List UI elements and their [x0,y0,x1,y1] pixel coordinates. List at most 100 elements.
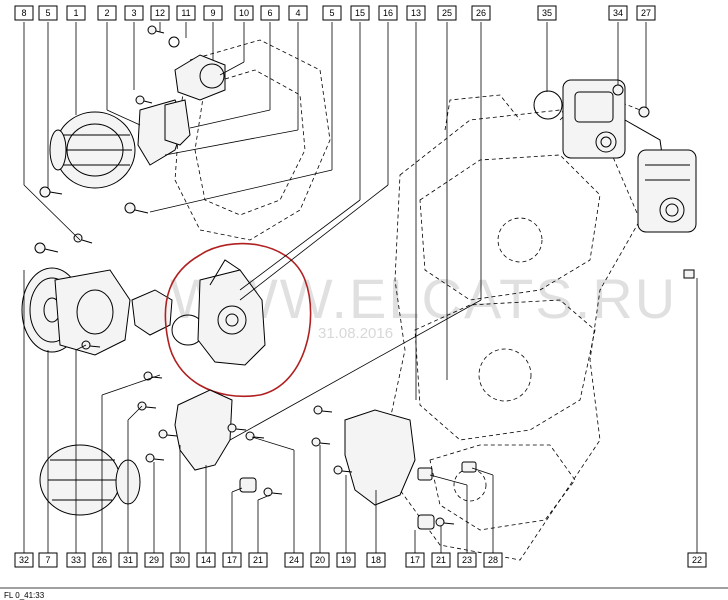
bracket-18-icon [344,409,416,506]
nut-27-icon [638,106,650,118]
callout-label: 15 [355,8,365,18]
callout-box [150,5,170,21]
callout-box [144,552,164,568]
callout-label: 9 [210,8,215,18]
callout-label: 19 [341,555,351,565]
callout-label: 4 [295,8,300,18]
spacer-17b-icon [417,514,435,530]
callout-box [14,552,34,568]
callout-box [608,5,628,21]
callout-label: 35 [542,8,552,18]
callout-box [322,5,342,21]
callout-box [248,552,268,568]
callout-box [431,552,451,568]
callout-label: 7 [45,555,50,565]
callout-label: 16 [383,8,393,18]
callout-label: 33 [71,555,81,565]
callout-box [366,552,386,568]
callout-box [14,5,34,21]
callout-label: 29 [149,555,159,565]
watermark-date: 31.08.2016 [318,325,393,342]
spacer-17-icon [239,477,257,493]
leader-lines-bottom [23,270,698,553]
compressor-icon [39,444,141,516]
callout-box [537,5,557,21]
alternator-icon [49,111,136,189]
callout-box [38,552,58,568]
callout-box [471,5,491,21]
o-ring-10-icon [199,63,225,89]
callout-label: 8 [21,8,26,18]
callout-label: 1 [73,8,78,18]
fuel-pump-icon [562,79,666,201]
callout-label: 12 [155,8,165,18]
water-pump-icon [54,269,131,356]
nut-23-icon [417,467,433,481]
callout-label: 6 [267,8,272,18]
callout-label: 17 [227,555,237,565]
callout-box [97,5,117,21]
callout-box [66,552,86,568]
gasket-icon [131,289,173,336]
callout-box [176,5,196,21]
pump-unit-icon [637,149,697,233]
callout-box [124,5,144,21]
callout-label: 26 [97,555,107,565]
callout-label: 24 [289,555,299,565]
callout-box [92,552,112,568]
callout-box [196,552,216,568]
callout-box [222,552,242,568]
callout-label: 31 [123,555,133,565]
callout-box [288,5,308,21]
callout-label: 18 [371,555,381,565]
callout-label: 26 [476,8,486,18]
bolt-22-icon [683,269,695,279]
callout-box [406,5,426,21]
bracket-6-icon [164,99,191,146]
leader-lines-top [23,22,647,441]
callout-label: 22 [692,555,702,565]
callout-label: 5 [45,8,50,18]
callout-label: 30 [175,555,185,565]
callout-box [310,552,330,568]
callout-label: 17 [410,555,420,565]
callout-label: 10 [239,8,249,18]
callout-label: 21 [253,555,263,565]
callout-label: 23 [462,555,472,565]
callout-box [118,552,138,568]
callout-box [687,552,707,568]
callout-label: 5 [329,8,334,18]
callout-label: 25 [442,8,452,18]
callout-box [260,5,280,21]
callout-label: 3 [131,8,136,18]
callout-box [350,5,370,21]
callout-box [483,552,503,568]
nut-34-icon [612,84,624,96]
callout-label: 27 [641,8,651,18]
callout-label: 2 [104,8,109,18]
timing-cover-icon [174,39,331,241]
callout-label: 13 [411,8,421,18]
callout-box [234,5,254,21]
callout-label: 11 [181,8,190,18]
callout-box [405,552,425,568]
callout-box [457,552,477,568]
callout-label: 20 [315,555,325,565]
callout-label: 14 [201,555,211,565]
callout-box [336,552,356,568]
bracket-30-icon [174,389,233,471]
callout-box [170,552,190,568]
highlight-circle [164,242,312,397]
callout-label: 34 [613,8,623,18]
o-ring-35-icon [533,90,563,120]
footer-label: FL 0_41:33 [4,591,45,600]
callout-box [284,552,304,568]
callout-box [378,5,398,21]
callout-label: 28 [488,555,498,565]
clip-28-icon [461,461,477,473]
ring-11-icon [168,36,180,48]
callout-box [38,5,58,21]
